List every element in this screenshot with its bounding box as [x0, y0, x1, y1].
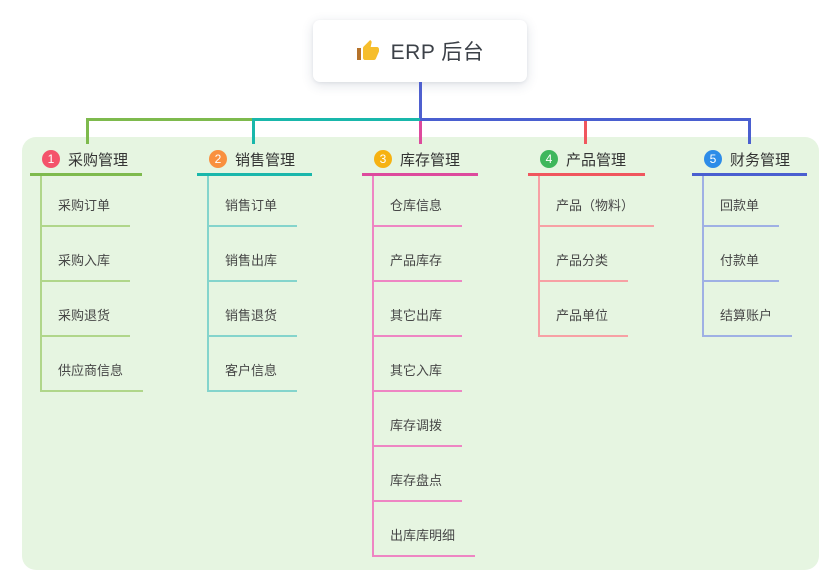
child-row: 仓库信息 [374, 176, 478, 227]
branch-children: 采购订单 采购入库 采购退货 供应商信息 [40, 176, 144, 392]
branch-1: 1 采购管理 采购订单 采购入库 采购退货 供应商信息 [30, 145, 144, 392]
branch-number-badge: 2 [209, 150, 227, 168]
child-row: 产品（物料） [540, 176, 655, 227]
branch-2: 2 销售管理 销售订单 销售出库 销售退货 客户信息 [197, 145, 312, 392]
child-row: 结算账户 [704, 282, 807, 337]
branches-background-panel [22, 137, 819, 570]
branch-header-1[interactable]: 1 采购管理 [30, 145, 142, 176]
branch-number-badge: 3 [374, 150, 392, 168]
child-row: 付款单 [704, 227, 807, 282]
branch-children: 仓库信息 产品库存 其它出库 其它入库 库存调拨 库存盘点 出库库明细 [372, 176, 478, 557]
child-row: 库存调拨 [374, 392, 478, 447]
branch-title: 产品管理 [566, 151, 627, 169]
child-node[interactable]: 销售出库 [209, 250, 298, 282]
connector-drop-branch5 [748, 118, 751, 144]
child-node[interactable]: 付款单 [704, 250, 780, 282]
child-row: 采购退货 [42, 282, 142, 337]
child-row: 其它出库 [374, 282, 478, 337]
child-node[interactable]: 其它出库 [374, 305, 463, 337]
child-row: 回款单 [704, 176, 807, 227]
child-node[interactable]: 销售退货 [209, 305, 298, 337]
branch-number-badge: 5 [704, 150, 722, 168]
thumbs-up-icon [356, 39, 380, 63]
child-row: 出库库明细 [374, 502, 478, 557]
connector-horizontal-teal [252, 118, 420, 121]
connector-horizontal-green [86, 118, 252, 121]
branch-header-3[interactable]: 3 库存管理 [362, 145, 478, 176]
child-node[interactable]: 回款单 [704, 195, 780, 227]
child-node[interactable]: 产品（物料） [540, 195, 655, 227]
root-title: ERP 后台 [390, 41, 485, 64]
child-row: 产品分类 [540, 227, 645, 282]
branch-5: 5 财务管理 回款单 付款单 结算账户 [692, 145, 807, 337]
branch-header-5[interactable]: 5 财务管理 [692, 145, 807, 176]
branch-number-badge: 1 [42, 150, 60, 168]
branch-number-badge: 4 [540, 150, 558, 168]
child-node[interactable]: 产品分类 [540, 250, 629, 282]
connector-drop-branch4 [584, 121, 587, 144]
child-node[interactable]: 采购退货 [42, 305, 131, 337]
connector-drop-branch2 [252, 118, 255, 144]
branch-4: 4 产品管理 产品（物料） 产品分类 产品单位 [528, 145, 655, 337]
child-node[interactable]: 供应商信息 [42, 360, 144, 392]
branch-title: 采购管理 [68, 151, 129, 169]
branch-3: 3 库存管理 仓库信息 产品库存 其它出库 其它入库 库存调拨 库存盘点 出库库… [362, 145, 478, 557]
connector-trunk [419, 82, 422, 121]
child-row: 采购订单 [42, 176, 142, 227]
child-node[interactable]: 库存调拨 [374, 415, 463, 447]
connector-drop-branch3 [419, 121, 422, 144]
child-row: 产品库存 [374, 227, 478, 282]
branch-header-2[interactable]: 2 销售管理 [197, 145, 312, 176]
branch-title: 销售管理 [235, 151, 296, 169]
connector-horizontal-blue [420, 118, 751, 121]
connector-drop-branch1 [86, 118, 89, 144]
child-node[interactable]: 采购入库 [42, 250, 131, 282]
branch-title: 库存管理 [400, 151, 461, 169]
child-row: 销售出库 [209, 227, 312, 282]
child-node[interactable]: 库存盘点 [374, 470, 463, 502]
branch-title: 财务管理 [730, 151, 791, 169]
branch-children: 产品（物料） 产品分类 产品单位 [538, 176, 655, 337]
branch-header-4[interactable]: 4 产品管理 [528, 145, 645, 176]
child-row: 客户信息 [209, 337, 312, 392]
child-node[interactable]: 其它入库 [374, 360, 463, 392]
child-row: 供应商信息 [42, 337, 144, 392]
branch-children: 销售订单 销售出库 销售退货 客户信息 [207, 176, 312, 392]
child-node[interactable]: 产品单位 [540, 305, 629, 337]
child-node[interactable]: 采购订单 [42, 195, 131, 227]
child-node[interactable]: 仓库信息 [374, 195, 463, 227]
child-node[interactable]: 客户信息 [209, 360, 298, 392]
child-node[interactable]: 产品库存 [374, 250, 463, 282]
child-node[interactable]: 销售订单 [209, 195, 298, 227]
child-node[interactable]: 结算账户 [704, 305, 793, 337]
child-node[interactable]: 出库库明细 [374, 525, 476, 557]
root-node-erp[interactable]: ERP 后台 [313, 20, 527, 82]
child-row: 销售订单 [209, 176, 312, 227]
child-row: 采购入库 [42, 227, 142, 282]
child-row: 其它入库 [374, 337, 478, 392]
branch-children: 回款单 付款单 结算账户 [702, 176, 807, 337]
child-row: 库存盘点 [374, 447, 478, 502]
child-row: 产品单位 [540, 282, 645, 337]
child-row: 销售退货 [209, 282, 312, 337]
